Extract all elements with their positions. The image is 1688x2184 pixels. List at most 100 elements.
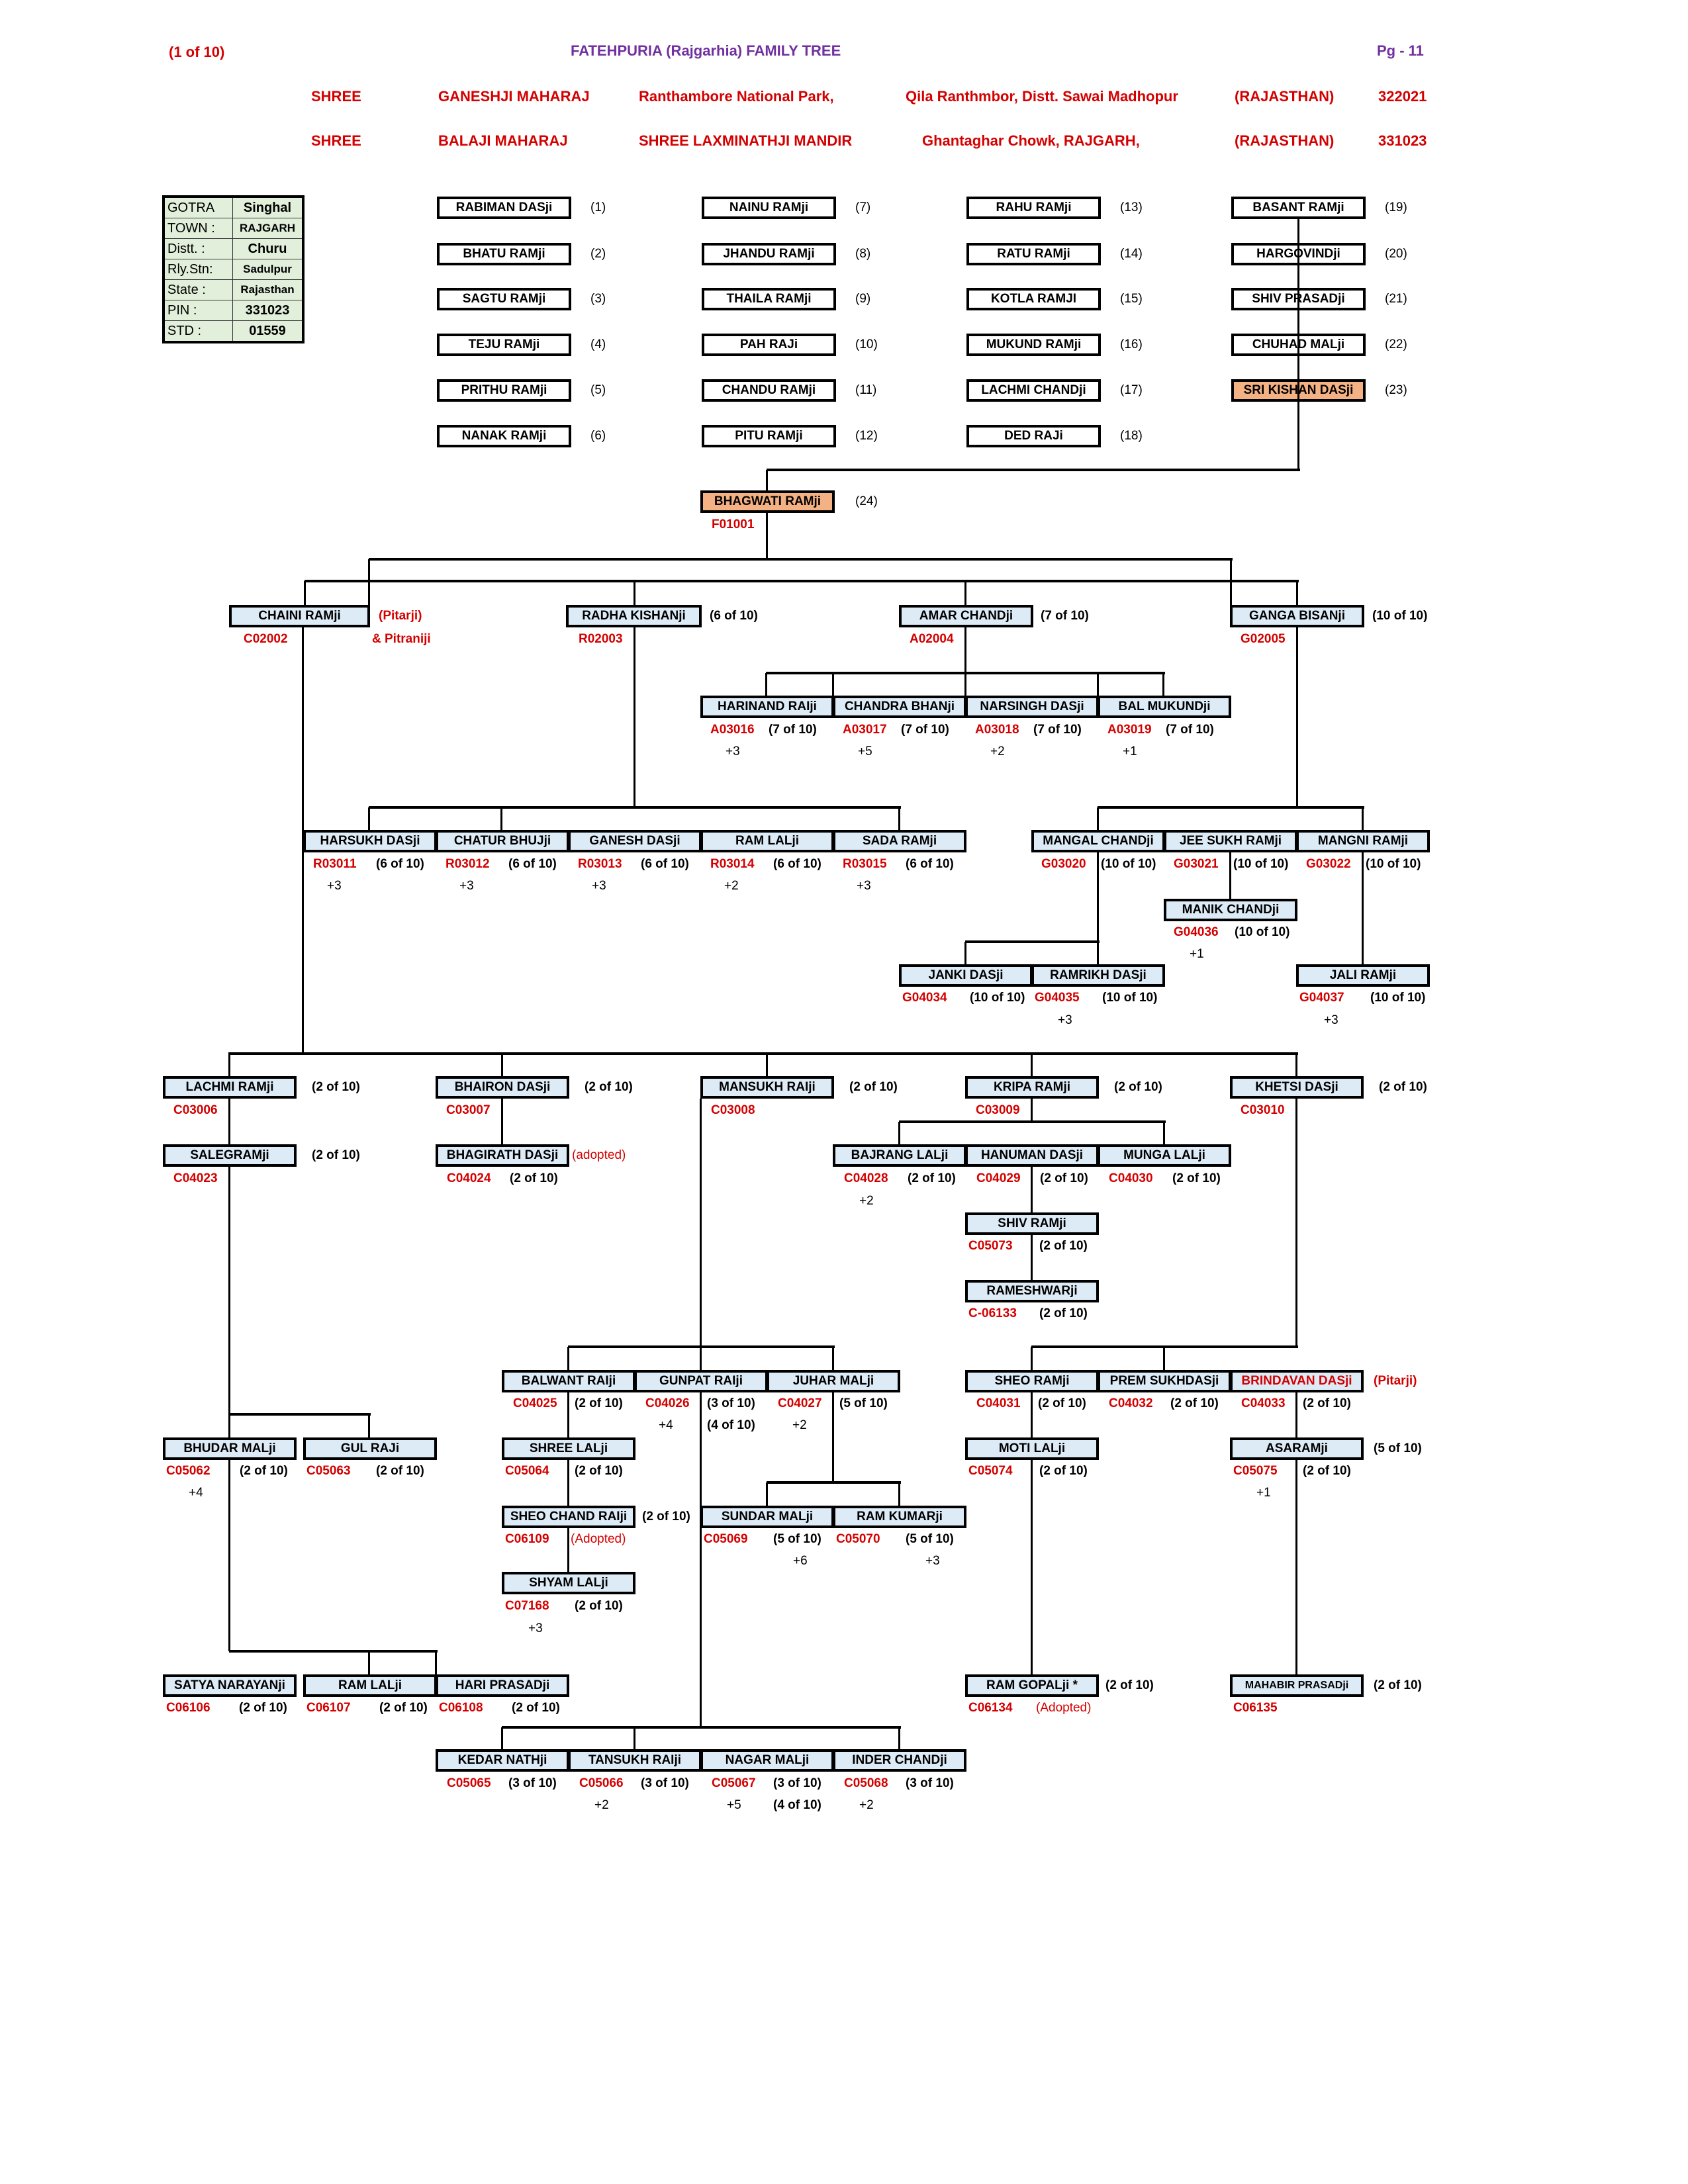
person-code: C03006 <box>173 1103 218 1117</box>
ancestor-box[interactable]: PAH RAJi <box>702 334 836 356</box>
generation-ref: (4 of 10) <box>707 1418 755 1432</box>
person-box[interactable]: MOTI LALji <box>965 1437 1099 1460</box>
ancestor-box[interactable]: DED RAJi <box>966 425 1101 447</box>
person-box[interactable]: MAHABIR PRASADji <box>1230 1674 1364 1697</box>
ancestor-box[interactable]: RABIMAN DASji <box>437 197 571 219</box>
person-box[interactable]: BAJRANG LALji <box>833 1144 966 1167</box>
person-box[interactable]: HANUMAN DASji <box>965 1144 1099 1167</box>
ancestor-box[interactable]: PRITHU RAMji <box>437 379 571 402</box>
ancestor-box[interactable]: BASANT RAMji <box>1231 197 1366 219</box>
person-box[interactable]: KHETSI DASji <box>1230 1076 1364 1099</box>
generation-ref: (2 of 10) <box>642 1510 690 1524</box>
person-box[interactable]: MANIK CHANDji <box>1164 899 1297 921</box>
person-box[interactable]: BHUDAR MALji <box>163 1437 297 1460</box>
info-value: 01559 <box>232 320 304 343</box>
person-box[interactable]: JUHAR MALji <box>767 1370 900 1392</box>
ancestor-number: (22) <box>1385 338 1407 351</box>
person-box[interactable]: INDER CHANDji <box>833 1749 966 1772</box>
ancestor-box[interactable]: NANAK RAMji <box>437 425 571 447</box>
note: (Adopted) <box>1036 1701 1092 1715</box>
person-box[interactable]: GUNPAT RAIji <box>634 1370 768 1392</box>
ancestor-box[interactable]: LACHMI CHANDji <box>966 379 1101 402</box>
page-of: (1 of 10) <box>169 44 225 60</box>
connector-line <box>898 1482 900 1506</box>
ancestor-box[interactable]: MUKUND RAMji <box>966 334 1101 356</box>
person-box[interactable]: JANKI DASji <box>899 964 1033 987</box>
person-box[interactable]: CHATUR BHUJji <box>436 830 569 852</box>
person-code: A02004 <box>910 632 954 646</box>
person-box[interactable]: SALEGRAMji <box>163 1144 297 1167</box>
ancestor-box[interactable]: NAINU RAMji <box>702 197 836 219</box>
person-box[interactable]: SHEO CHAND RAIji <box>502 1506 635 1528</box>
person-box[interactable]: JALI RAMji <box>1296 964 1430 987</box>
person-box[interactable]: GANGA BISANji <box>1230 605 1364 627</box>
person-box[interactable]: AMAR CHANDji <box>899 605 1033 627</box>
root-box[interactable]: BHAGWATI RAMji <box>700 490 835 513</box>
person-box[interactable]: MANGNI RAMji <box>1296 830 1430 852</box>
person-code: A03019 <box>1107 723 1152 737</box>
person-box[interactable]: SHIV RAMji <box>965 1212 1099 1235</box>
person-box[interactable]: RAM LALji <box>700 830 834 852</box>
ancestor-box[interactable]: TEJU RAMji <box>437 334 571 356</box>
person-box[interactable]: LACHMI RAMji <box>163 1076 297 1099</box>
ancestor-box[interactable]: PITU RAMji <box>702 425 836 447</box>
person-box[interactable]: CHANDRA BHANji <box>833 696 966 718</box>
person-box[interactable]: ASARAMji <box>1230 1437 1364 1460</box>
person-box[interactable]: SUNDAR MALji <box>700 1506 834 1528</box>
person-box[interactable]: MUNGA LALji <box>1098 1144 1231 1167</box>
person-box[interactable]: RADHA KISHANji <box>566 605 702 627</box>
person-box[interactable]: SATYA NARAYANji <box>163 1674 297 1697</box>
ancestor-box[interactable]: BHATU RAMji <box>437 243 571 265</box>
person-box[interactable]: KEDAR NATHji <box>436 1749 569 1772</box>
ancestor-box[interactable]: CHANDU RAMji <box>702 379 836 402</box>
header-row1-col6: 322021 <box>1378 88 1427 105</box>
person-box[interactable]: BHAGIRATH DASji <box>436 1144 569 1167</box>
person-box[interactable]: KRIPA RAMji <box>965 1076 1099 1099</box>
ancestor-number: (19) <box>1385 201 1407 214</box>
ancestor-number: (13) <box>1120 201 1143 214</box>
connector-line <box>898 807 900 830</box>
person-box[interactable]: NAGAR MALji <box>700 1749 834 1772</box>
header-row2-col5: (RAJASTHAN) <box>1235 132 1335 149</box>
person-box[interactable]: RAMRIKH DASji <box>1031 964 1165 987</box>
ancestor-number: (5) <box>590 383 606 397</box>
person-box[interactable]: HARI PRASADji <box>436 1674 569 1697</box>
ancestor-box[interactable]: RAHU RAMji <box>966 197 1101 219</box>
person-box[interactable]: HARSUKH DASji <box>303 830 437 852</box>
person-box[interactable]: RAMESHWARji <box>965 1280 1099 1302</box>
person-box[interactable]: SHEO RAMji <box>965 1370 1099 1392</box>
person-box[interactable]: MANGAL CHANDji <box>1031 830 1165 852</box>
person-code: A03016 <box>710 723 755 737</box>
person-box[interactable]: SHYAM LALji <box>502 1572 635 1594</box>
person-box[interactable]: NARSINGH DASji <box>965 696 1099 718</box>
person-box[interactable]: HARINAND RAIji <box>700 696 834 718</box>
person-box[interactable]: BALWANT RAIji <box>502 1370 635 1392</box>
person-box[interactable]: BAL MUKUNDji <box>1098 696 1231 718</box>
ancestor-box[interactable]: THAILA RAMji <box>702 288 836 310</box>
person-box[interactable]: CHAINI RAMji <box>229 605 370 627</box>
ancestor-box[interactable]: KOTLA RAMJI <box>966 288 1101 310</box>
person-box[interactable]: JEE SUKH RAMji <box>1164 830 1297 852</box>
person-code: C07168 <box>505 1599 549 1613</box>
person-box[interactable]: MANSUKH RAIji <box>700 1076 834 1099</box>
person-box[interactable]: BRINDAVAN DASji <box>1230 1370 1364 1392</box>
person-box[interactable]: PREM SUKHDASji <box>1098 1370 1231 1392</box>
person-box[interactable]: RAM KUMARji <box>833 1506 966 1528</box>
ancestor-box[interactable]: SAGTU RAMji <box>437 288 571 310</box>
person-box[interactable]: SADA RAMji <box>833 830 966 852</box>
header-row2-col1: SHREE <box>311 132 361 149</box>
person-box[interactable]: GUL RAJi <box>303 1437 437 1460</box>
person-box[interactable]: TANSUKH RAIji <box>568 1749 702 1772</box>
person-code: C06134 <box>968 1701 1013 1715</box>
ancestor-box[interactable]: JHANDU RAMji <box>702 243 836 265</box>
connector-line <box>1097 807 1099 830</box>
ancestor-number: (4) <box>590 338 606 351</box>
connector-line <box>1295 1054 1297 1076</box>
person-box[interactable]: RAM LALji <box>303 1674 437 1697</box>
person-box[interactable]: RAM GOPALji * <box>965 1674 1099 1697</box>
ancestor-box[interactable]: RATU RAMji <box>966 243 1101 265</box>
person-box[interactable]: GANESH DASji <box>568 830 702 852</box>
person-box[interactable]: SHREE LALji <box>502 1437 635 1460</box>
person-box[interactable]: BHAIRON DASji <box>436 1076 569 1099</box>
connector-line <box>700 1099 702 1727</box>
